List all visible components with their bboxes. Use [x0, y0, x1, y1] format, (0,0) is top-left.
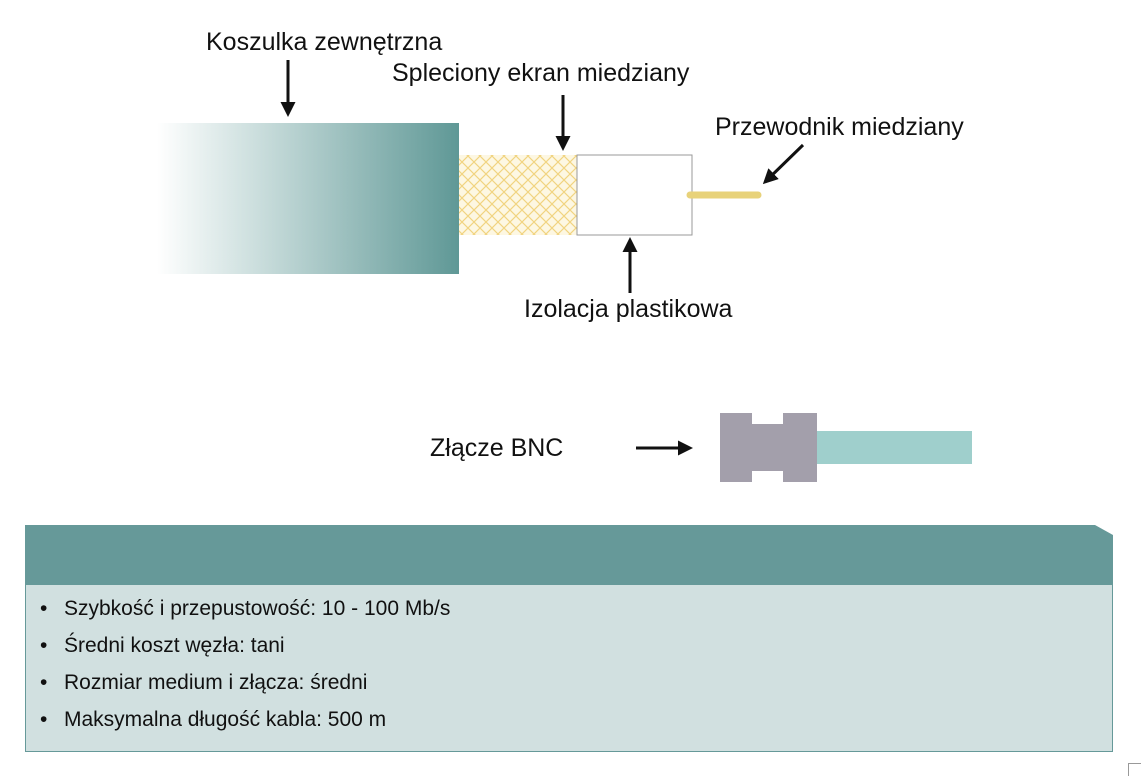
bullet-icon: •	[40, 708, 48, 731]
bullet-icon: •	[40, 671, 48, 694]
feature-text: Średni koszt węzła: tani	[64, 634, 285, 657]
braided-shield	[459, 155, 577, 235]
feature-text: Szybkość i przepustowość: 10 - 100 Mb/s	[64, 597, 451, 620]
panel-header	[25, 525, 1113, 585]
panel-body: • Szybkość i przepustowość: 10 - 100 Mb/s…	[25, 585, 1113, 752]
arrow-copper-conductor	[762, 143, 805, 185]
corner-box	[1128, 763, 1141, 776]
feature-item: • Szybkość i przepustowość: 10 - 100 Mb/s	[40, 596, 450, 622]
bullet-icon: •	[40, 634, 48, 657]
cable-properties-panel: • Szybkość i przepustowość: 10 - 100 Mb/s…	[25, 525, 1113, 753]
copper-conductor-label: Przewodnik miedziany	[715, 113, 964, 141]
outer-jacket	[157, 123, 459, 274]
plastic-insulation	[576, 154, 693, 236]
bnc-connector	[720, 413, 972, 482]
feature-list: • Szybkość i przepustowość: 10 - 100 Mb/s…	[40, 596, 450, 744]
bnc-connector-label: Złącze BNC	[430, 434, 564, 462]
outer-jacket-label: Koszulka zewnętrzna	[206, 28, 443, 56]
feature-text: Maksymalna długość kabla: 500 m	[64, 708, 387, 731]
feature-item: • Rozmiar medium i złącza: średni	[40, 670, 450, 696]
braided-shield-label: Spleciony ekran miedziany	[392, 59, 690, 87]
cable-illustration	[157, 60, 972, 482]
feature-text: Rozmiar medium i złącza: średni	[64, 671, 368, 694]
plastic-insulation-label: Izolacja plastikowa	[524, 295, 733, 323]
feature-item: • Średni koszt węzła: tani	[40, 633, 450, 659]
feature-item: • Maksymalna długość kabla: 500 m	[40, 707, 450, 733]
bullet-icon: •	[40, 597, 48, 620]
